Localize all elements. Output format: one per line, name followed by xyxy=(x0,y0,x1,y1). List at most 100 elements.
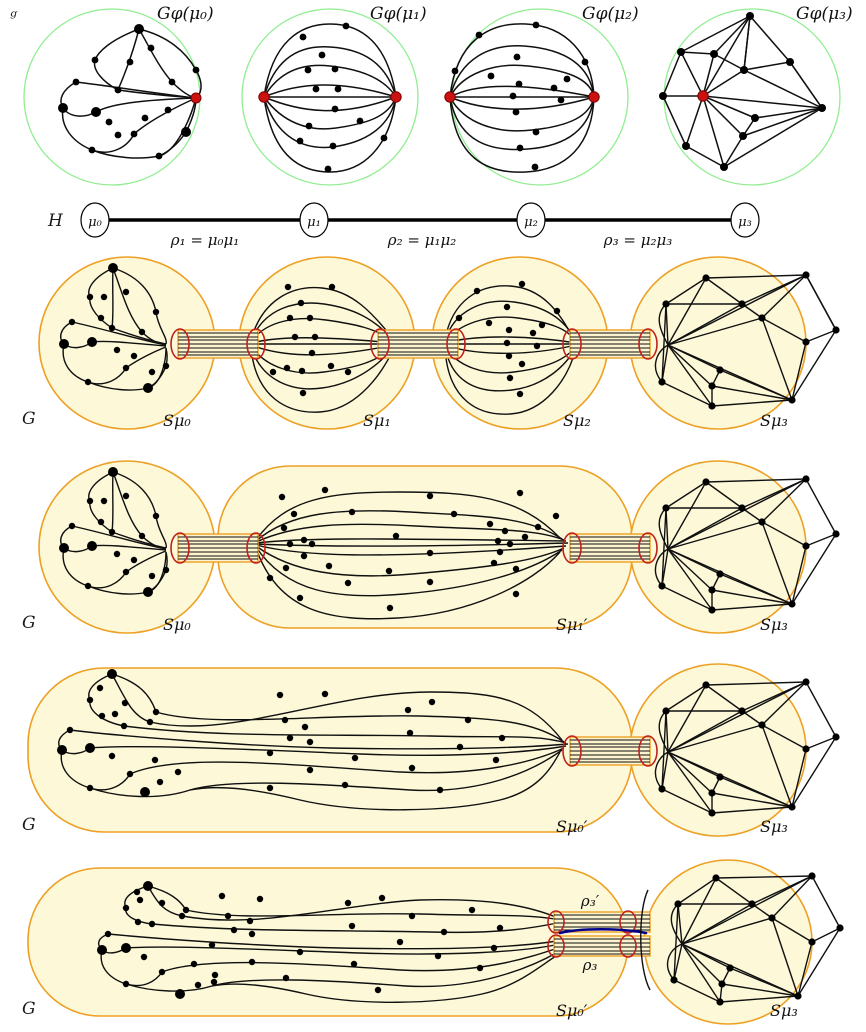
row3-label-s-mu0-prime: Sμ₀′ xyxy=(556,817,588,836)
tree-node-mu1-label: μ₁ xyxy=(307,215,321,230)
graph-nodes xyxy=(296,22,388,173)
row1-label-G: G xyxy=(22,409,36,429)
graph-mu3 xyxy=(654,274,837,407)
tube-rho3 xyxy=(562,532,658,564)
row3-label-G: G xyxy=(22,815,36,835)
tube-rho1 xyxy=(170,532,266,564)
nodes-mu0-prime xyxy=(57,669,506,797)
red-ellipse-icon xyxy=(638,532,658,564)
panel-mu3: Gφ(μ₃) xyxy=(659,4,853,186)
pole-node-right xyxy=(390,91,402,103)
composite-row-3: G Sμ₀′ Sμ₃ xyxy=(22,663,840,837)
pole-node-left xyxy=(444,91,456,103)
row3-label-s-mu3: Sμ₃ xyxy=(760,817,788,836)
red-ellipse-icon xyxy=(562,328,582,360)
row-tree: H μ₀ μ₁ μ₂ μ₃ ρ₁ = μ₀μ₁ ρ₂ = μ₁μ₂ ρ₃ = μ… xyxy=(47,202,760,249)
panel-mu2-label: Gφ(μ₂) xyxy=(582,4,639,24)
nodes-mu0 xyxy=(59,263,170,393)
red-ellipse-icon xyxy=(547,934,565,958)
composite-row-1: G Sμ₀ Sμ₁ Sμ₂ Sμ₃ xyxy=(22,256,840,430)
row1-label-s-mu3: Sμ₃ xyxy=(760,411,788,430)
row4-label-s-mu0-prime: Sμ₀′ xyxy=(556,1001,588,1020)
row2-label-G: G xyxy=(22,613,36,633)
row4-label-s-mu3: Sμ₃ xyxy=(770,1001,798,1020)
pole-node xyxy=(190,92,202,104)
tree-node-mu3[interactable] xyxy=(730,202,760,238)
tree-edge-rho3-label: ρ₃ = μ₂μ₃ xyxy=(603,231,672,249)
composite-row-4: ρ₃′ ρ₃ G Sμ₀′ Sμ₃ xyxy=(22,859,844,1025)
tube-rho3 xyxy=(562,735,658,767)
red-ellipse-icon xyxy=(638,328,658,360)
red-ellipse-icon xyxy=(562,532,582,564)
nodes-mu0-prime xyxy=(97,881,504,999)
graph-edges xyxy=(662,15,823,168)
pole-node-left xyxy=(258,91,270,103)
tree-label-H: H xyxy=(47,211,64,231)
panel-mu2: Gφ(μ₂) xyxy=(444,4,639,186)
tree-node-mu0[interactable] xyxy=(80,202,110,238)
red-ellipse-icon xyxy=(547,910,565,934)
nodes-mu1 xyxy=(269,283,352,397)
tube-rho3-prime-label: ρ₃′ xyxy=(580,892,600,910)
nodes-mu3 xyxy=(658,475,840,614)
row-gallery: ᵍ Gφ(μ₀) xyxy=(10,4,853,186)
graph-edges xyxy=(263,23,397,173)
composite-row-2: G Sμ₀ Sμ₁′ Sμ₃ xyxy=(22,460,840,634)
nodes-mu3 xyxy=(658,678,840,817)
row2-label-s-mu0: Sμ₀ xyxy=(163,615,191,634)
nodes-mu0 xyxy=(59,467,170,597)
red-ellipse-icon xyxy=(446,328,466,360)
graph-mu0-prime xyxy=(58,673,569,811)
pole-node-right xyxy=(588,91,600,103)
tube-rho1 xyxy=(170,328,266,360)
graph-mu1-prime xyxy=(255,491,569,620)
tree-edge-rho1-label: ρ₁ = μ₀μ₁ xyxy=(170,231,239,249)
red-ellipse-icon xyxy=(619,934,637,958)
gallery-label-calG: ᵍ xyxy=(10,7,18,27)
row2-label-s-mu1-prime: Sμ₁′ xyxy=(556,615,588,634)
red-ellipse-icon xyxy=(638,735,658,767)
graph-mu3 xyxy=(654,681,837,814)
green-circle-icon xyxy=(241,8,419,186)
tree-node-mu2[interactable] xyxy=(516,202,546,238)
tree-nodes: μ₀ μ₁ μ₂ μ₃ xyxy=(80,202,760,238)
blob-s-mu0-prime xyxy=(27,867,629,1017)
separator-arc xyxy=(640,889,651,991)
pole-node xyxy=(697,90,709,102)
graph-edges xyxy=(60,28,202,159)
tree-edge-rho2-label: ρ₂ = μ₁μ₂ xyxy=(387,231,456,249)
red-ellipse-icon xyxy=(170,328,190,360)
row1-label-s-mu1: Sμ₁ xyxy=(363,411,391,430)
blob-s-mu3 xyxy=(643,859,813,1025)
graph-nodes xyxy=(451,21,589,171)
tree-node-mu3-label: μ₃ xyxy=(738,215,752,230)
nodes-mu1-prime xyxy=(266,486,560,612)
panel-mu0-label: Gφ(μ₀) xyxy=(157,4,214,24)
red-ellipse-icon xyxy=(370,328,390,360)
panel-mu1: Gφ(μ₁) xyxy=(241,4,427,186)
panel-mu1-label: Gφ(μ₁) xyxy=(370,4,427,24)
tube-rho3-label: ρ₃ xyxy=(582,956,598,974)
graph-mu3 xyxy=(666,875,841,1003)
graph-mu3 xyxy=(654,478,837,611)
blue-edge-rho xyxy=(558,927,648,935)
row1-label-s-mu2: Sμ₂ xyxy=(563,411,591,430)
red-ellipse-icon xyxy=(562,735,582,767)
row4-label-G: G xyxy=(22,999,36,1019)
row1-label-s-mu0: Sμ₀ xyxy=(163,411,191,430)
green-circle-icon xyxy=(23,8,201,186)
row2-label-s-mu3: Sμ₃ xyxy=(760,615,788,634)
nodes-mu3 xyxy=(670,872,844,1006)
red-ellipse-icon xyxy=(246,532,266,564)
nodes-mu3 xyxy=(658,271,840,410)
nodes-mu2 xyxy=(455,280,561,398)
panel-mu0: Gφ(μ₀) xyxy=(23,4,214,186)
tree-node-mu2-label: μ₂ xyxy=(524,215,538,230)
panel-mu3-label: Gφ(μ₃) xyxy=(796,4,853,24)
tube-rho2 xyxy=(370,328,466,360)
graph-nodes xyxy=(659,12,826,171)
tree-node-mu1[interactable] xyxy=(299,202,329,238)
tree-node-mu0-label: μ₀ xyxy=(88,215,102,230)
red-ellipse-icon xyxy=(619,910,637,934)
